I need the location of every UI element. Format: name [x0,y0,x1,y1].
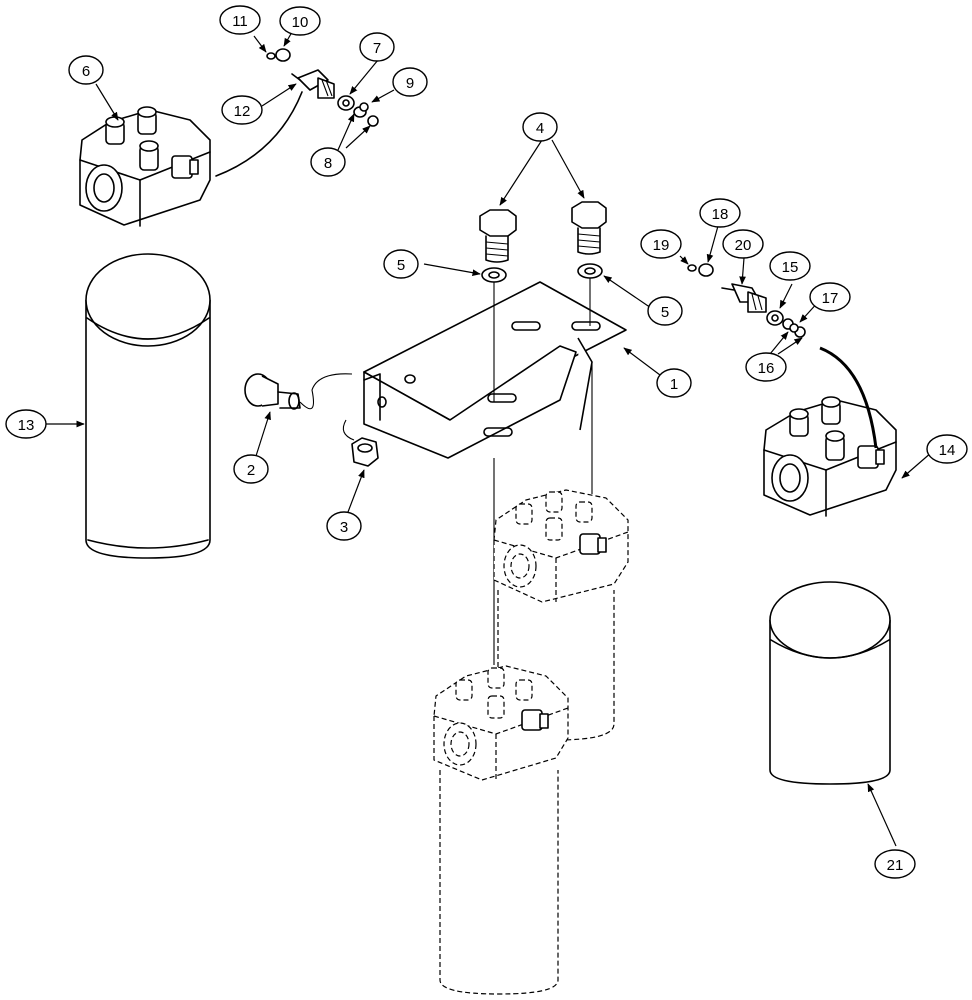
callout-16: 16 [745,352,787,382]
svg-text:5: 5 [661,304,669,321]
bolt-4-right [571,201,607,255]
filter-element-21 [769,581,891,785]
svg-text:14: 14 [939,442,956,459]
callout-18: 18 [699,198,741,228]
callout-12: 12 [221,95,263,125]
svg-text:17: 17 [822,290,839,307]
callout-5-left: 5 [383,249,419,279]
svg-text:21: 21 [887,857,904,874]
callout-19: 19 [640,229,682,259]
svg-text:5: 5 [397,257,405,274]
callout-2: 2 [233,454,269,484]
svg-text:18: 18 [712,206,729,223]
washer-5-right [577,263,603,279]
callout-9: 9 [392,67,428,97]
nut-3 [342,419,379,467]
callout-11: 11 [219,5,261,35]
svg-text:11: 11 [232,13,248,30]
pressure-switch-12 [291,69,335,99]
svg-text:9: 9 [406,75,414,92]
svg-text:12: 12 [234,103,251,120]
bolt-2 [244,373,353,410]
callout-14: 14 [926,434,968,464]
callout-15: 15 [769,251,811,281]
svg-text:10: 10 [292,14,309,31]
callout-10: 10 [279,6,321,36]
washer-5-left [481,267,507,283]
filter-element-13 [85,253,211,559]
svg-text:1: 1 [670,376,678,393]
washer-15 [766,310,784,326]
seal-ring-19 [687,264,697,272]
callout-17: 17 [809,282,851,312]
filter-head-6 [79,91,303,227]
seal-ring-11 [266,52,276,60]
svg-text:19: 19 [653,237,670,254]
svg-text:6: 6 [82,63,90,80]
bolt-4-left [479,209,517,263]
svg-text:15: 15 [782,259,799,276]
washer-9 [359,102,369,112]
mounting-bracket-1 [363,281,627,459]
callout-13: 13 [5,409,47,439]
callout-21: 21 [874,849,916,879]
callout-7: 7 [359,32,395,62]
svg-text:16: 16 [758,360,775,377]
svg-text:20: 20 [735,237,752,254]
callout-4: 4 [522,112,558,142]
washer-17 [789,323,799,333]
callout-3: 3 [326,511,362,541]
leader-lines [46,31,933,847]
callout-1: 1 [656,368,692,398]
svg-text:2: 2 [247,462,255,479]
callout-8: 8 [310,147,346,177]
svg-text:7: 7 [373,40,381,57]
svg-text:4: 4 [536,120,544,137]
svg-text:13: 13 [18,417,35,434]
svg-text:8: 8 [324,155,332,172]
filter-head-14 [763,346,897,517]
callout-5-right: 5 [647,296,683,326]
svg-text:3: 3 [340,519,348,536]
installed-filter-assembly-lower [433,665,569,995]
o-ring-18 [698,263,714,277]
o-ring-10 [275,48,291,62]
callout-20: 20 [722,229,764,259]
pressure-switch-20 [721,283,767,313]
washer-7 [337,95,355,111]
callout-6: 6 [68,55,104,85]
